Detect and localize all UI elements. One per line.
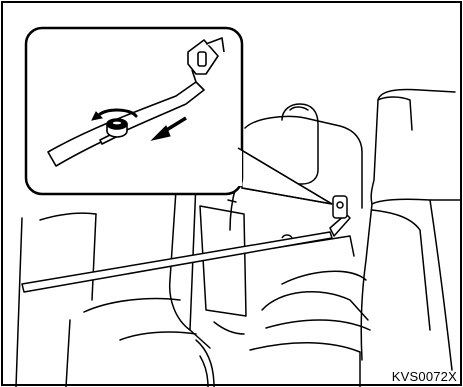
adjuster-knob xyxy=(107,119,127,137)
anchor-bracket xyxy=(333,196,347,218)
figure-code: KVS0072X xyxy=(392,369,457,384)
